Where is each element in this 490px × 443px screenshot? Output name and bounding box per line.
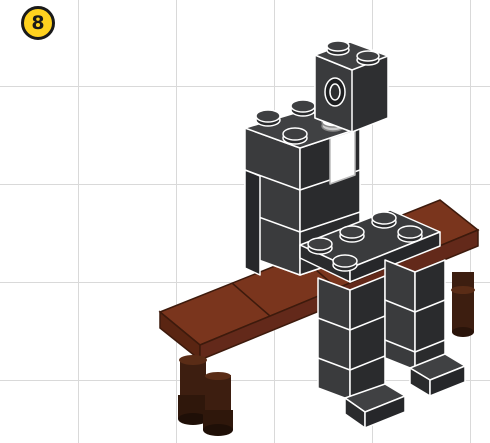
head-technic-brick: [315, 41, 388, 132]
bench-leg-back-right: [451, 272, 475, 337]
lego-figure: [245, 41, 465, 428]
bench-leg-front-center: [203, 372, 233, 436]
